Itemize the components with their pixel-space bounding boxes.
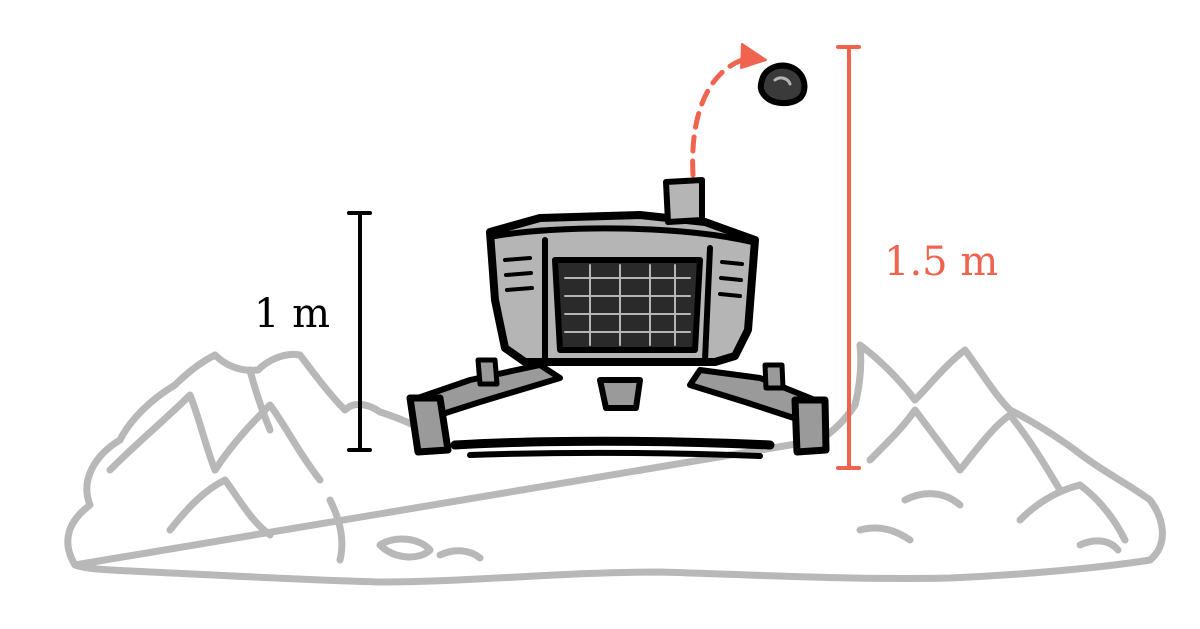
trajectory	[690, 43, 767, 178]
rock-highlight	[773, 76, 792, 86]
rover-icon	[406, 177, 830, 459]
pebble	[1076, 537, 1122, 554]
terrain-ridge-right-1	[866, 406, 964, 474]
rover-wheel-left	[406, 394, 452, 456]
rover-grille	[552, 257, 703, 353]
pebble	[376, 535, 434, 561]
rover-grille-lines	[564, 264, 691, 346]
terrain-ridge-right-3	[1016, 481, 1129, 544]
rover-shadow	[467, 449, 763, 459]
pebble	[436, 547, 484, 562]
rover-height-bracket	[347, 211, 372, 452]
rover-side-vents	[503, 256, 744, 298]
throw-height-bracket	[836, 45, 861, 470]
rover-shadow	[450, 436, 775, 450]
terrain-outline	[64, 341, 1166, 586]
trajectory-arc	[690, 55, 751, 178]
rock-body	[757, 62, 808, 106]
rover-panel-edge	[702, 245, 713, 363]
throw-height-label: 1.5 m	[884, 239, 999, 285]
rock-icon	[757, 62, 808, 106]
rover-leg-rear	[597, 377, 643, 411]
rover-wheel-back-left	[475, 357, 500, 387]
terrain-ridge-left-3	[166, 476, 274, 539]
rover-wheel-right	[791, 396, 830, 456]
terrain-ridge-left-1	[106, 391, 219, 474]
rover-height-label: 1 m	[254, 291, 331, 337]
rover-lid	[492, 225, 755, 245]
rover-wheel-back-right	[762, 362, 786, 391]
terrain-ridge-right-4	[901, 490, 964, 509]
terrain-ridge-right-5	[856, 524, 914, 544]
terrain-ridge-right-2	[956, 411, 1064, 494]
rover-launcher	[663, 177, 705, 225]
terrain-ridge-left-4	[246, 366, 274, 434]
trajectory-arrowhead	[740, 43, 767, 69]
terrain-ridge-left-2	[211, 401, 324, 484]
terrain-ridge-left-5	[326, 496, 346, 564]
terrain-icon	[64, 341, 1166, 586]
